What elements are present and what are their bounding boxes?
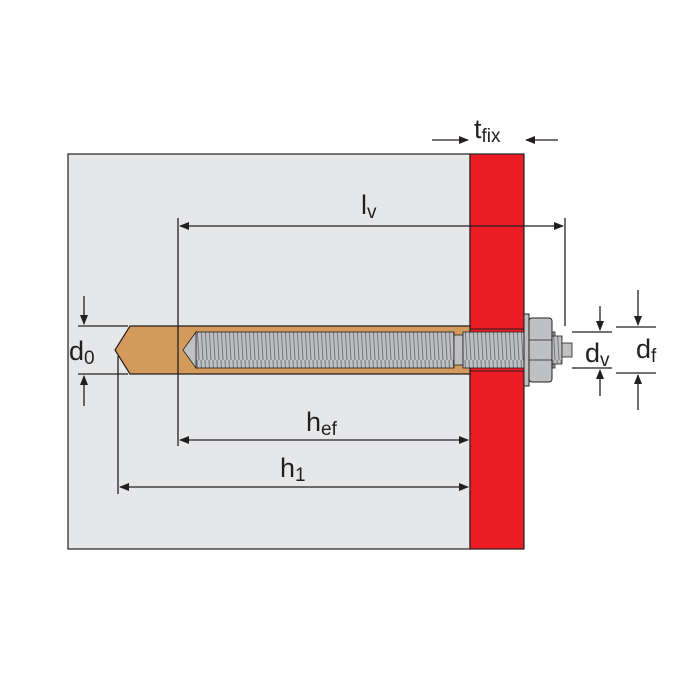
washer [523,313,530,387]
label-d-v: dv [585,338,610,371]
label-h-1: h1 [280,453,306,486]
lv-arrow-left [179,222,189,230]
threaded-rod [195,331,455,369]
label-d-f: df [636,334,657,367]
hex-nut [528,317,553,383]
rod-end-cap [561,342,573,358]
rod-end [551,335,563,365]
label-h-ef: hef [306,407,338,440]
label-d-0: d0 [69,336,95,369]
rod-tip [182,330,197,370]
label-t-fix: tfix [474,114,501,147]
hef-arrow-left [179,436,189,444]
h1-arrow-left [119,483,129,491]
label-l-v: lv [361,190,377,223]
rod-plain-section [453,334,464,366]
